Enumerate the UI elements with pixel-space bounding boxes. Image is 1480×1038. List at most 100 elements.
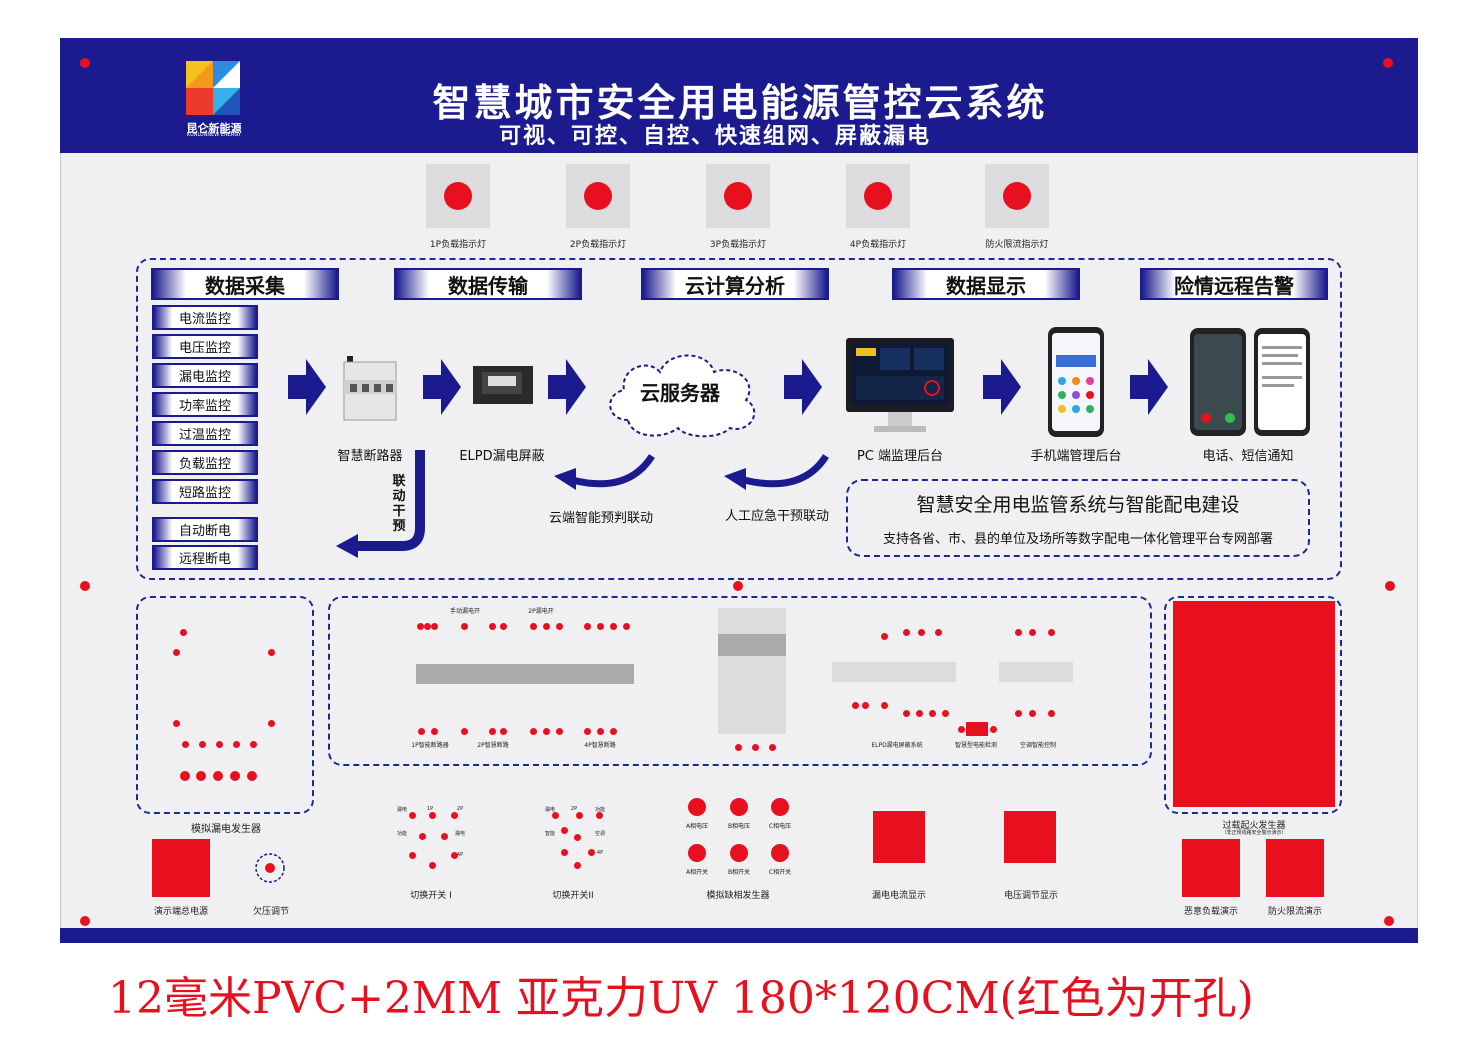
phase-b-voltage-button[interactable] [730,798,748,816]
panel-hole [268,720,275,727]
flow-arrow-icon [288,359,326,415]
monitor-item: 电流监控 [152,305,258,330]
phase-a-voltage-button[interactable] [688,798,706,816]
control-item: 远程断电 [152,545,258,570]
stage-cloud-analysis: 云计算分析 [641,268,829,300]
info-box-title: 智慧安全用电监管系统与智能配电建设 [916,494,1240,516]
notify-phones-icon [1190,328,1310,436]
panel-hole [173,649,180,656]
panel-hole [584,728,591,735]
switch1-caption: 切换开关 I [410,891,452,901]
panel-hole [903,710,910,717]
indicator-label: 2P负载指示灯 [569,240,627,250]
panel-hole [489,728,496,735]
panel-hole [180,629,187,636]
undervoltage-knob-icon[interactable] [254,852,286,884]
panel-hole [489,623,496,630]
phase-b-switch-button[interactable] [730,844,748,862]
leak-display-label: 漏电电流显示 [871,891,926,901]
fire-generator-sublabel: （非正规线路安全警示演示） [1221,830,1287,836]
undervoltage-label: 欠压调节 [252,907,289,917]
panel-hole [990,726,997,733]
switch2-label: 4P [596,850,604,856]
leak-generator-label: 模拟漏电发生器 [191,824,261,835]
phase-a-switch-button[interactable] [688,844,706,862]
voltage-display-label: 电压调节显示 [1003,891,1058,901]
stage-data-transmission: 数据传输 [394,268,582,300]
panel-hole [574,834,581,841]
demo-power-switch[interactable] [152,839,210,897]
panel-hole [903,629,910,636]
panel-hole [769,744,776,751]
din-rail [999,662,1073,682]
cloud-predict-label: 云端智能预判联动 [548,511,653,526]
indicator-light-2p [566,164,630,228]
panel-hole [431,623,438,630]
panel-hole [268,649,275,656]
panel-hole [552,812,559,819]
indicator-label: 4P负载指示灯 [849,240,907,250]
page-title: 智慧城市安全用电能源管控云系统 [432,81,1048,125]
smart-breaker-icon [343,356,397,421]
manual-feedback-arrow-icon [724,454,829,490]
elpd-device-icon [473,366,533,404]
flow-arrow-icon [548,359,586,415]
panel-hole [451,852,458,859]
switch2-label: 智能 [544,831,555,837]
panel-hole [1048,629,1055,636]
footer-bar [60,928,1418,943]
panel-hole [1048,710,1055,717]
panel-hole [852,702,859,709]
phase-label: C相电压 [768,823,792,830]
mid-top-label: 手动漏电开 [449,608,480,615]
system-flow-box [136,258,1342,580]
phase-c-switch-button[interactable] [771,844,789,862]
switch2-label: 漏电 [544,807,555,813]
panel-hole [929,710,936,717]
panel-hole [418,728,425,735]
panel-hole [623,623,630,630]
panel-hole [1015,629,1022,636]
stage-data-display: 数据显示 [892,268,1080,300]
switch1-label: 4P [456,852,464,858]
page-subtitle: 可视、可控、自控、快速组网、屏蔽漏电 [498,124,931,149]
mid-bottom-label: 4P智慧断路 [584,742,616,749]
panel-hole [409,852,416,859]
leak-generator-panel [136,596,314,814]
monitor-item: 漏电监控 [152,363,258,388]
fire-generator-label: 过载起火发生器 [1222,821,1286,831]
panel-hole [409,812,416,819]
panel-hole [173,720,180,727]
indicator-light-1p [426,164,490,228]
switch1-label: 1P [426,806,434,812]
panel-hole [431,728,438,735]
fire-generator-window [1173,601,1335,807]
demo-power-label: 演示端总电源 [153,907,208,917]
notify-caption: 电话、短信通知 [1202,449,1294,464]
panel-hole [500,623,507,630]
panel-hole [1015,710,1022,717]
panel-hole [597,728,604,735]
panel-hole [942,710,949,717]
mobile-phone-icon [1048,327,1104,437]
cloud-feedback-arrow-icon [554,454,655,490]
panel-hole [561,827,568,834]
voltage-display [1004,811,1056,863]
mount-hole [80,581,90,591]
malicious-load-switch[interactable] [1182,839,1240,897]
fire-limit-switch[interactable] [1266,839,1324,897]
mount-hole [1384,916,1394,926]
logo-english: KUNLUNNEW ENERGY [186,132,242,138]
meter-window [718,634,786,656]
manual-linkage-label: 人工应急干预联动 [724,509,829,524]
breaker-panel [328,596,1152,766]
mount-hole [80,916,90,926]
phase-c-voltage-button[interactable] [771,798,789,816]
mount-hole [80,58,90,68]
switch1-label: 漏电 [396,807,407,813]
switch1-label: 功能 [396,831,407,837]
info-box-text: 支持各省、市、县的单位及场所等数字配电一体化管理平台专网部署 [882,532,1273,547]
mount-hole [1385,581,1395,591]
switch1-label: 漏电 [454,831,465,837]
phase-label: A相开关 [685,869,709,876]
